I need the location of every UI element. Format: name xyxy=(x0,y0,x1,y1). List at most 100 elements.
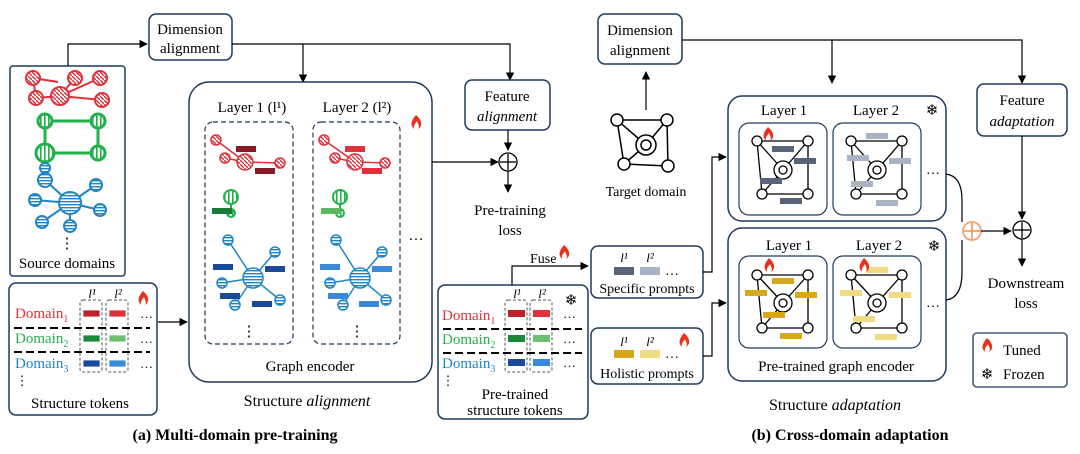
bottom-layer1-label: Layer 1 xyxy=(766,238,812,254)
encoder-ellipsis: … xyxy=(409,228,424,244)
source-graph-green xyxy=(34,112,107,164)
token-col-l2: l² xyxy=(114,286,123,301)
svg-text:l²: l² xyxy=(538,286,547,301)
dimension-alignment-box-left xyxy=(148,13,233,61)
svg-text:⋮: ⋮ xyxy=(242,324,257,340)
token-domain3-label: Domain3 xyxy=(15,356,68,375)
pretrained-graph-encoder xyxy=(727,227,947,382)
tuned-flame-icon xyxy=(763,127,774,141)
caption-left: (a) Multi-domain pre-training xyxy=(132,427,337,444)
svg-text:⋮: ⋮ xyxy=(350,324,365,340)
frozen-snowflake-icon: ❄ xyxy=(926,103,939,119)
svg-text:…: … xyxy=(140,331,153,346)
dimension-alignment-box-right xyxy=(597,13,683,65)
svg-text:Feature: Feature xyxy=(1000,93,1045,109)
specific-prompt-tokens xyxy=(614,267,660,275)
structure-alignment-label: Structure alignment xyxy=(244,393,371,410)
token-dots: ⋮ xyxy=(16,373,29,388)
sum-node-orange xyxy=(962,221,982,241)
source-graph-red xyxy=(25,70,110,108)
feature-alignment-line2: alignment xyxy=(477,109,538,125)
tuned-flame-icon xyxy=(764,258,775,272)
svg-text:Domain1: Domain1 xyxy=(442,308,495,327)
target-domain-graph xyxy=(610,113,675,173)
svg-text:…: … xyxy=(926,296,940,311)
downstream-loss-line2: loss xyxy=(1014,296,1038,312)
frozen-snowflake-icon: ❄ xyxy=(928,239,941,255)
structure-token-bars xyxy=(82,309,127,368)
svg-text:Domain2: Domain2 xyxy=(442,332,495,351)
svg-text:…: … xyxy=(140,306,153,321)
adapted-encoder-top xyxy=(727,95,947,222)
holistic-prompt-tokens xyxy=(614,350,660,358)
svg-text:alignment: alignment xyxy=(610,43,671,59)
svg-text:…: … xyxy=(665,347,679,362)
svg-text:l¹: l¹ xyxy=(513,286,521,301)
sum-node-adapt xyxy=(1012,220,1032,240)
source-graph-blue xyxy=(28,162,107,233)
svg-text:l²: l² xyxy=(646,334,655,349)
svg-text:…: … xyxy=(563,355,576,370)
legend-frozen-label: Frozen xyxy=(1003,367,1045,383)
tuned-flame-icon xyxy=(411,115,422,129)
tuned-flame-icon xyxy=(679,333,690,347)
bottom-layer2-label: Layer 2 xyxy=(856,238,902,254)
pretrained-structure-tokens-box xyxy=(437,284,589,420)
source-dots: ⋮ xyxy=(60,236,75,252)
svg-text:…: … xyxy=(563,306,576,321)
encoder-layer2-column xyxy=(312,121,401,345)
svg-text:…: … xyxy=(926,163,940,178)
token-domain2-label: Domain2 xyxy=(15,331,68,350)
svg-text:Dimension: Dimension xyxy=(607,23,673,39)
encoder-layer2-label: Layer 2 (l²) xyxy=(323,100,392,116)
frozen-snowflake-icon: ❄ xyxy=(565,293,578,309)
tuned-flame-icon xyxy=(859,258,870,272)
legend-box xyxy=(972,332,1068,388)
adapted-graphs xyxy=(751,135,908,334)
pretraining-loss-line2: loss xyxy=(498,223,522,239)
encoder-layer1-label: Layer 1 (l¹) xyxy=(218,100,287,116)
top-layer1-label: Layer 1 xyxy=(761,103,807,119)
svg-text:…: … xyxy=(140,356,153,371)
pretrained-tokens-line2: structure tokens xyxy=(467,403,563,419)
holistic-prompt-overlays xyxy=(745,267,911,340)
target-domain-label: Target domain xyxy=(606,185,687,200)
layer2-graphs: ⋮ xyxy=(318,134,392,340)
top-layer2-label: Layer 2 xyxy=(853,103,899,119)
layer1-graphs: ⋮ xyxy=(210,134,286,340)
legend-tuned-flame-icon xyxy=(982,338,993,352)
legend-frozen-snowflake-icon: ❄ xyxy=(981,367,994,383)
structure-adaptation-label: Structure adaptation xyxy=(769,397,901,414)
dimension-alignment-line2-left: alignment xyxy=(160,41,221,57)
svg-text:Domain3: Domain3 xyxy=(442,356,495,375)
pretrained-tokens-line1: Pre-trained xyxy=(482,387,549,403)
dimension-alignment-line1-left: Dimension xyxy=(157,22,223,38)
fuse-label: Fuse xyxy=(530,252,556,267)
graph-encoder-label: Graph encoder xyxy=(266,359,355,375)
tuned-flame-icon xyxy=(559,245,570,259)
graph-encoder-box xyxy=(188,81,433,383)
svg-text:…: … xyxy=(563,331,576,346)
tuned-flame-icon xyxy=(138,291,149,305)
token-col-l1: l¹ xyxy=(88,286,96,301)
pretrained-graph-encoder-label: Pre-trained graph encoder xyxy=(758,359,914,375)
caption-right: (b) Cross-domain adaptation xyxy=(751,427,948,444)
pretraining-loss-line1: Pre-training xyxy=(474,203,546,219)
svg-text:l²: l² xyxy=(646,250,655,265)
specific-prompts-label: Specific prompts xyxy=(599,282,694,297)
holistic-prompts-label: Holistic prompts xyxy=(600,367,694,382)
svg-text:l¹: l¹ xyxy=(620,334,628,349)
svg-text:adaptation: adaptation xyxy=(989,114,1054,130)
structure-tokens-label: Structure tokens xyxy=(31,396,129,412)
svg-text:…: … xyxy=(665,264,679,279)
sum-node-pretrain xyxy=(498,152,518,172)
specific-prompt-overlays xyxy=(760,133,911,206)
downstream-loss-line1: Downstream xyxy=(988,276,1065,292)
svg-text:l¹: l¹ xyxy=(620,250,628,265)
legend-tuned-label: Tuned xyxy=(1003,343,1041,359)
feature-alignment-line1: Feature xyxy=(485,89,530,105)
svg-text:⋮: ⋮ xyxy=(442,373,455,388)
encoder-layer1-column xyxy=(204,121,294,345)
token-domain1-label: Domain1 xyxy=(15,306,68,325)
